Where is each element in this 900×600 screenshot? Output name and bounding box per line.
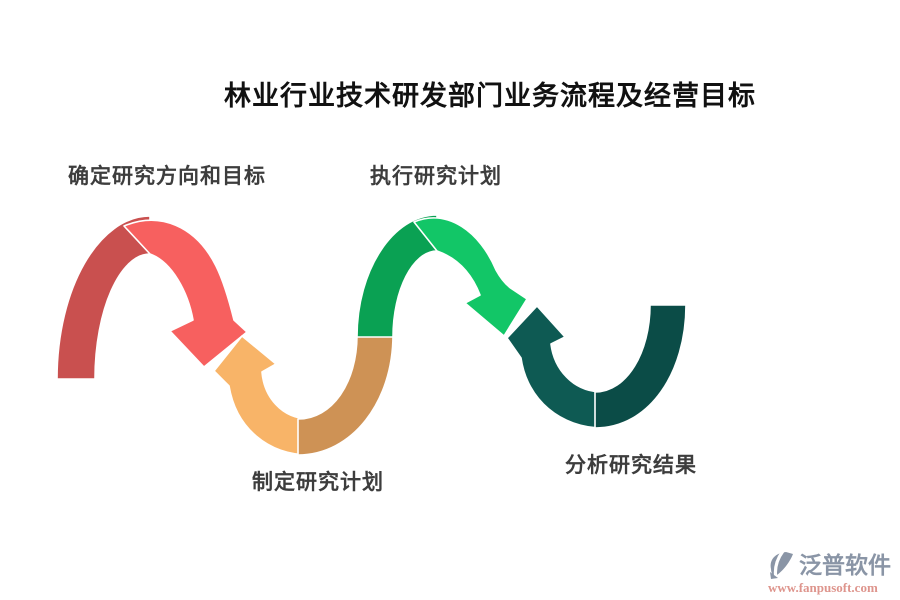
step-label-analyze-results: 分析研究结果	[565, 454, 697, 477]
step-label-make-plan: 制定研究计划	[252, 471, 384, 494]
watermark-url: www.fanpusoft.com	[768, 580, 878, 595]
orange-valley-arrow-right-half	[297, 334, 394, 456]
step-label-define-direction: 确定研究方向和目标	[68, 165, 266, 188]
teal-valley-arrow-right-half	[594, 304, 687, 429]
teal-valley-arrow-head-up	[506, 305, 604, 429]
step-label-execute-plan: 执行研究计划	[370, 165, 502, 188]
red-arch-arrow-head-down	[123, 219, 248, 368]
orange-valley-arrow-head-up	[213, 335, 311, 456]
red-arch-arrow-left-half	[56, 215, 151, 380]
watermark-brand: 泛普软件	[799, 552, 891, 578]
watermark: 泛普软件 www.fanpusoft.com	[768, 551, 894, 594]
fanpu-logo-icon	[770, 551, 793, 580]
green-arch-arrow-head-down	[413, 217, 528, 337]
page-title: 林业行业技术研发部门业务流程及经营目标	[224, 81, 756, 111]
green-arch-arrow-left-half	[356, 214, 438, 338]
